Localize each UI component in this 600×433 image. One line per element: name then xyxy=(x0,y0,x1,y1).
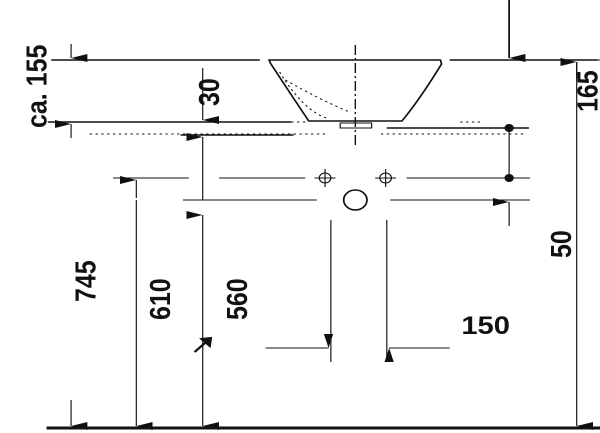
dimension-lines xyxy=(54,0,594,430)
waste-outlet xyxy=(342,189,368,211)
tap-hole-right xyxy=(375,169,397,187)
label-mid-height: 745 xyxy=(69,260,102,302)
tap-hole-left xyxy=(314,169,336,187)
direction-arrow-icon xyxy=(193,336,213,353)
label-hole-spacing: 150 xyxy=(461,311,510,340)
label-holes-to-waste: 50 xyxy=(544,230,577,258)
label-holes-height: 610 xyxy=(143,278,176,320)
label-rim-thickness: 30 xyxy=(192,78,225,106)
washbasin-bowl xyxy=(267,45,443,146)
label-top-to-tap-plane: 165 xyxy=(571,70,600,112)
label-waste-height: 560 xyxy=(220,278,253,320)
reference-lines xyxy=(46,59,600,430)
label-overall-height: ca. 155 xyxy=(20,45,53,128)
